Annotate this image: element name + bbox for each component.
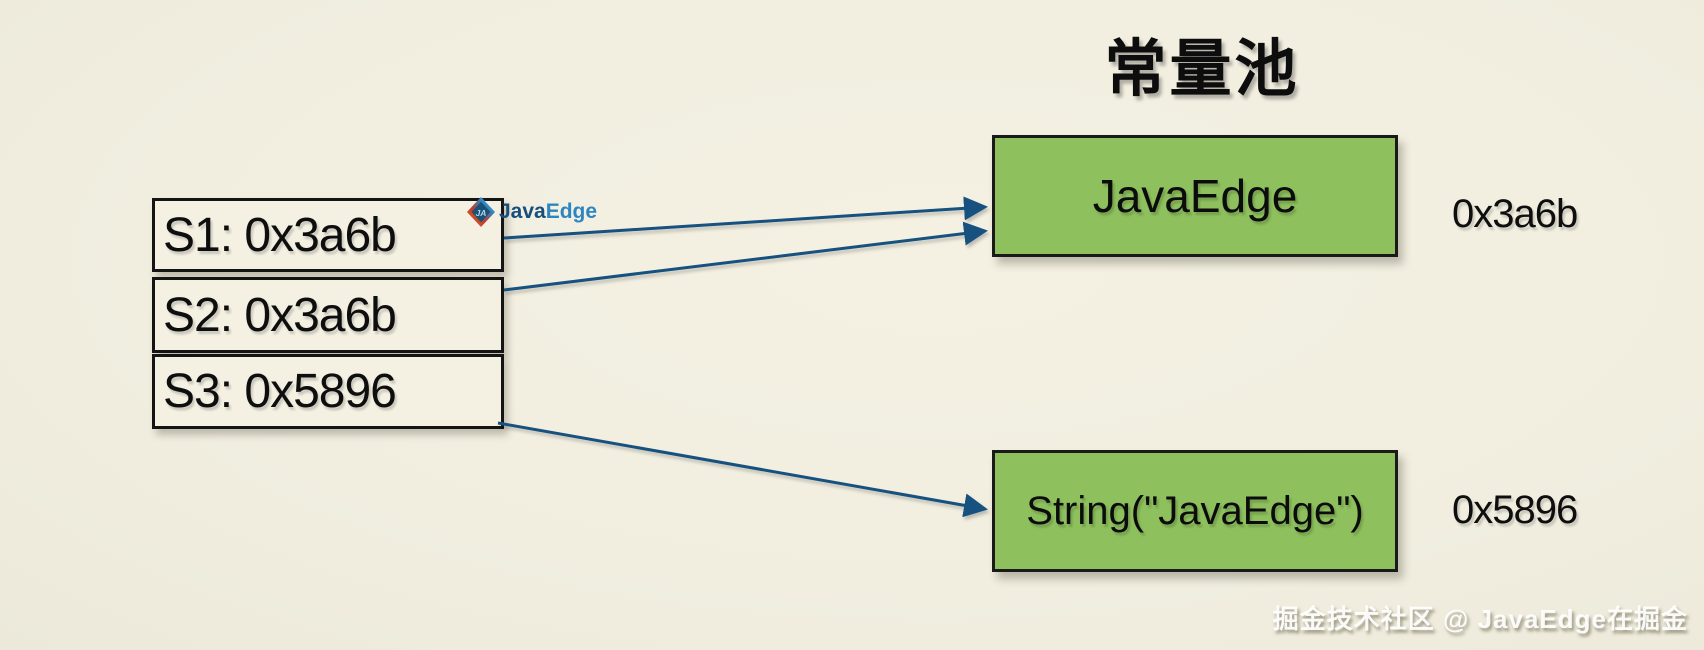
javaedge-logo: JA JavaEdge — [466, 196, 597, 228]
pool-entry-box-string-javaedge: String("JavaEdge") — [992, 450, 1398, 572]
stack-ref-box-s1: S1: 0x3a6b — [152, 198, 504, 272]
logo-monogram: JA — [476, 208, 487, 218]
stack-ref-label-s2: S2: 0x3a6b — [163, 288, 397, 342]
arrow-s2-to-javaedge — [503, 221, 988, 292]
stack-ref-label-s1: S1: 0x3a6b — [163, 208, 397, 262]
javaedge-logo-text: JavaEdge — [499, 200, 597, 224]
pool-entry-box-javaedge: JavaEdge — [992, 135, 1398, 257]
stack-ref-box-s3: S3: 0x5896 — [152, 354, 504, 429]
logo-text-edge: Edge — [545, 200, 598, 223]
arrow-s3-to-string-javaedge — [497, 421, 988, 518]
javaedge-logo-icon: JA — [466, 197, 496, 227]
stack-ref-label-s3: S3: 0x5896 — [163, 365, 397, 418]
logo-text-java: Java — [499, 200, 546, 223]
stack-ref-box-s2: S2: 0x3a6b — [152, 277, 504, 353]
pool-entry-label-javaedge: JavaEdge — [1092, 170, 1298, 222]
pool-entry-address-0x5896: 0x5896 — [1452, 488, 1578, 532]
page-title: 常量池 — [1104, 35, 1300, 104]
watermark: 掘金技术社区 @ JavaEdge在掘金 — [1272, 604, 1688, 634]
pool-entry-label-string-javaedge: String("JavaEdge") — [1026, 488, 1364, 533]
pool-entry-address-0x3a6b: 0x3a6b — [1452, 192, 1578, 236]
